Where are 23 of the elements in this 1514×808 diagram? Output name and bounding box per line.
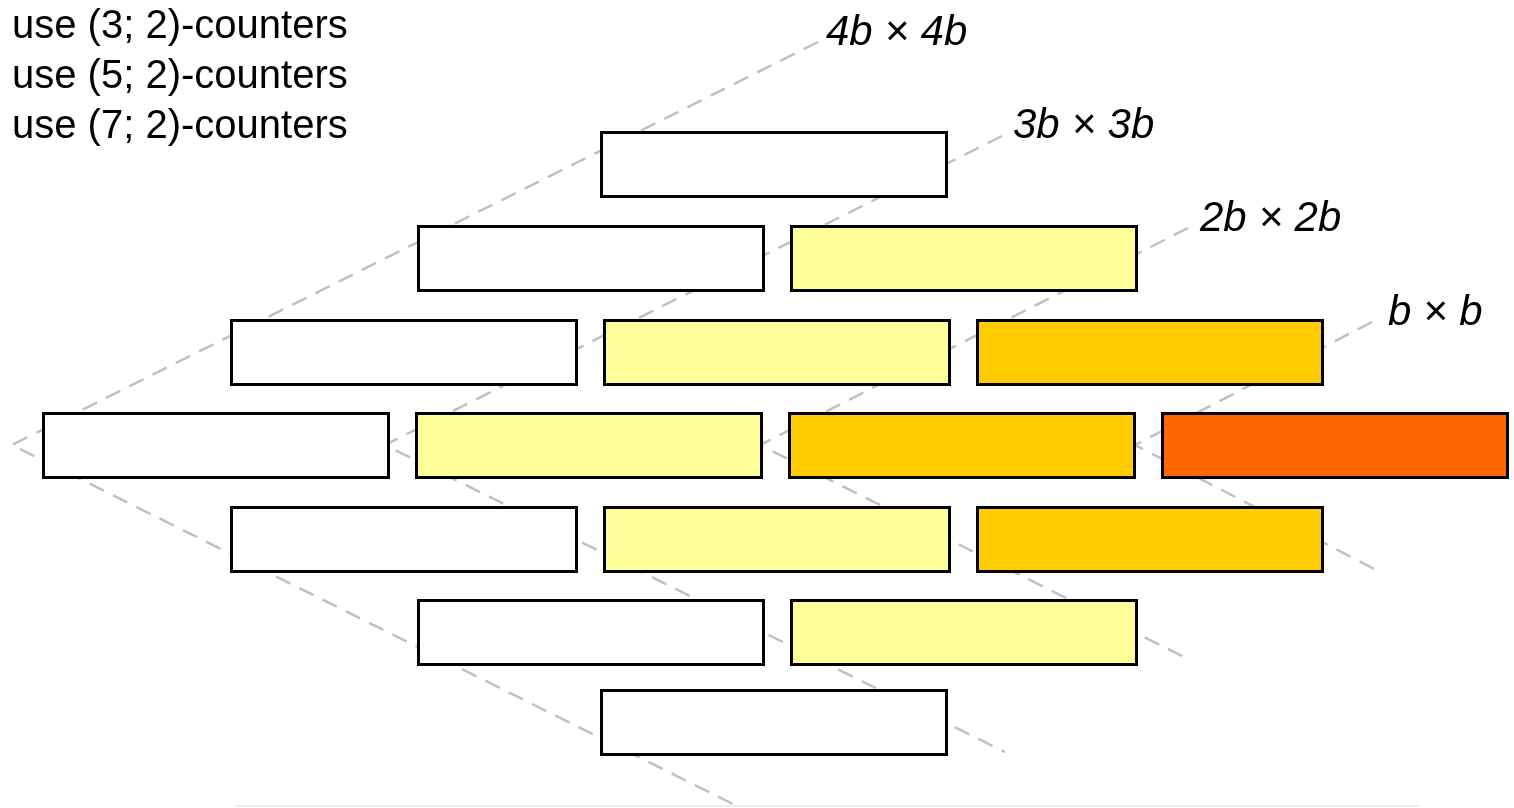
bit-block [230,506,578,573]
bit-block [976,506,1324,573]
bit-block [600,131,948,198]
bit-block [603,506,951,573]
counter-note: use (3; 2)-counters [12,1,348,48]
bit-block [976,319,1324,386]
bit-block [1161,412,1509,479]
bit-block [603,319,951,386]
bit-block [788,412,1136,479]
bit-block [600,689,948,756]
bit-block [415,412,763,479]
size-label: 4b × 4b [826,7,968,55]
bit-block [230,319,578,386]
size-label: 3b × 3b [1013,100,1155,148]
bit-block [790,225,1138,292]
size-label: b × b [1388,287,1483,335]
counter-note: use (7; 2)-counters [12,101,348,148]
bit-block [42,412,390,479]
bit-block [417,225,765,292]
counter-note: use (5; 2)-counters [12,51,348,98]
size-label: 2b × 2b [1200,193,1342,241]
bit-block [790,599,1138,666]
bit-block [417,599,765,666]
